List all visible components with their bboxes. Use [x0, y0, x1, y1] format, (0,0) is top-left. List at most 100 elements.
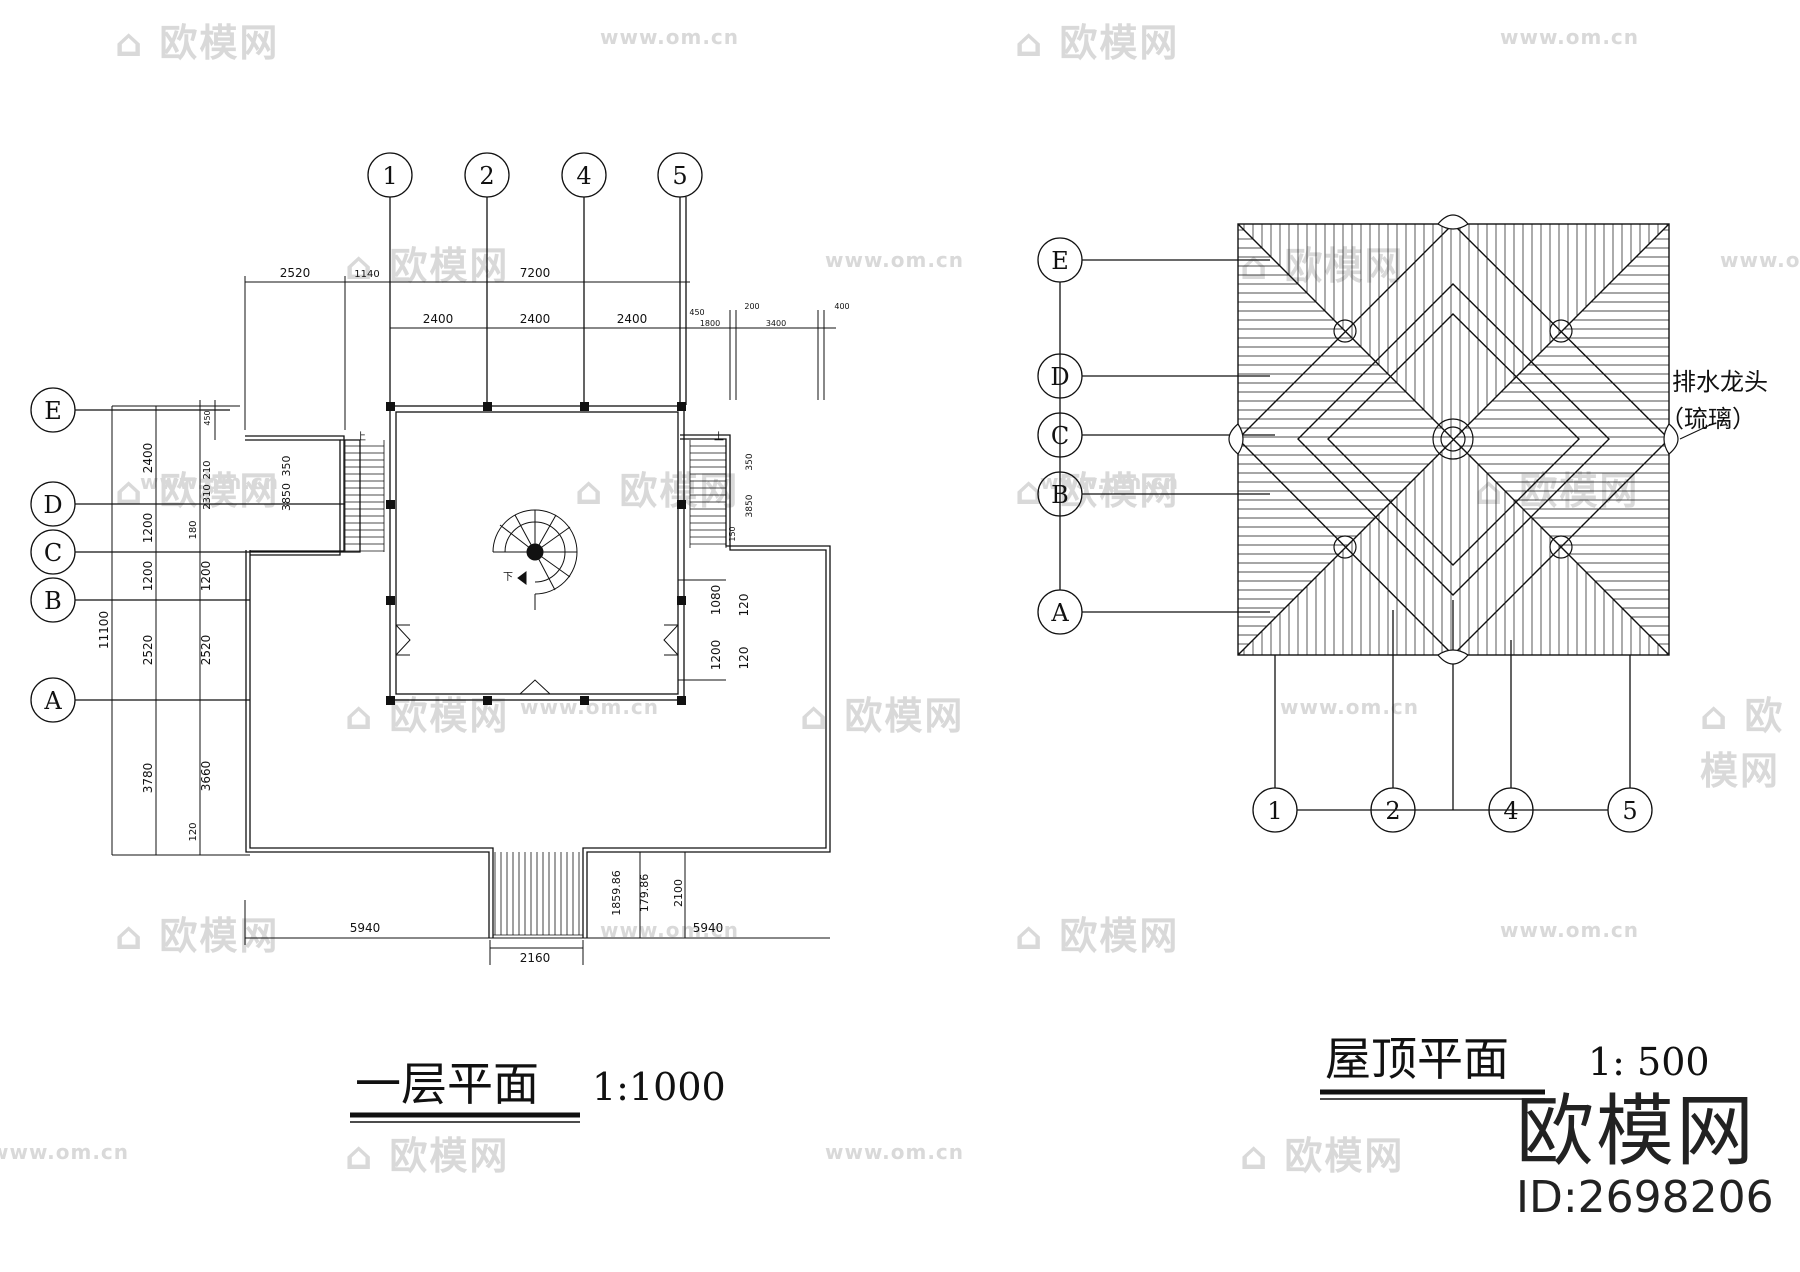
- plan2-scale: 1: 500: [1588, 1040, 1710, 1084]
- watermark-logo: ⌂ 欧模网: [115, 469, 280, 513]
- stair-down-label: 下: [503, 572, 513, 583]
- roof-axis-1: 1: [1267, 797, 1282, 825]
- dim-text: 120: [188, 822, 199, 841]
- dim-text: 180: [188, 520, 199, 539]
- axis-label-D: D: [43, 491, 62, 519]
- roof-note-line1: 排水龙头: [1672, 368, 1768, 396]
- dim-text: 1200: [141, 513, 155, 544]
- dim-text: 3850: [280, 483, 293, 511]
- dim-text: 350: [745, 453, 755, 470]
- axis-label-A: A: [43, 687, 62, 715]
- dim-text: 400: [834, 302, 849, 311]
- dim-text: 450: [689, 308, 704, 317]
- stair-up-label: 上: [356, 431, 366, 443]
- watermark-logo: ⌂ 欧模网: [1240, 1134, 1405, 1178]
- dim-text: 2520: [280, 266, 311, 280]
- axis-label-C: C: [44, 539, 62, 567]
- roof-axis-2: 2: [1385, 797, 1400, 825]
- columns: [386, 402, 686, 705]
- axis-bubbles-left: [30, 387, 345, 723]
- plan1-dimension-text: 2520 1140 7200 2400 2400 2400 450 200 18…: [97, 266, 850, 965]
- dim-text: 2100: [672, 879, 685, 907]
- dim-text: 120: [737, 594, 751, 617]
- dim-text: 2310: [202, 484, 213, 509]
- dim-text: 7200: [520, 266, 551, 280]
- dim-text: 2160: [520, 951, 551, 965]
- dim-text: 1859.86: [610, 870, 623, 916]
- dim-text: 1080: [709, 585, 723, 616]
- watermark-logo: ⌂ 欧模网: [800, 694, 965, 738]
- axis-label-5: 5: [672, 162, 687, 190]
- watermark-url: www.om.cn: [1720, 248, 1800, 272]
- dim-text: 120: [737, 647, 751, 670]
- roof-axis-E: E: [1051, 247, 1069, 275]
- axis-bubbles-top: [367, 152, 703, 405]
- watermark-logo: ⌂ 欧模网: [1015, 914, 1180, 958]
- roof-note: 排水龙头 （琉璃）: [1660, 368, 1768, 433]
- plan1-title: 一层平面: [355, 1057, 539, 1111]
- roof-axis-bottom: [1252, 600, 1653, 833]
- dim-text: 2400: [423, 312, 454, 326]
- terrace-outline: [245, 434, 831, 938]
- dim-text: 450: [203, 410, 212, 425]
- stairs-bottom: [493, 852, 583, 936]
- dim-text: 11100: [97, 611, 111, 649]
- brand-id: ID:2698206: [1516, 1172, 1774, 1223]
- roof-axis-C: C: [1051, 422, 1069, 450]
- roof-axis-5: 5: [1622, 797, 1637, 825]
- watermark-url: www.om.cn: [1040, 470, 1180, 494]
- axis-label-2: 2: [479, 162, 494, 190]
- watermark-logo: ⌂ 欧模网: [1015, 21, 1180, 65]
- watermark-logo: ⌂ 欧模网: [345, 694, 510, 738]
- roof-axis-A: A: [1050, 599, 1069, 627]
- dim-text: 2400: [617, 312, 648, 326]
- dim-text: 2400: [141, 443, 155, 474]
- watermark-url: www.om.cn: [0, 1140, 130, 1164]
- stairs-left: [344, 440, 385, 552]
- dim-text: 3660: [199, 761, 213, 792]
- dim-text: 5940: [693, 921, 724, 935]
- watermark-logo: ⌂ 欧模网: [345, 244, 510, 288]
- dim-text: 3400: [766, 319, 786, 328]
- roof-hatch: [1238, 224, 1669, 655]
- roof-axis-D: D: [1050, 363, 1069, 391]
- dim-text: 2400: [520, 312, 551, 326]
- axis-label-1: 1: [382, 162, 397, 190]
- brand-block: 欧模网 ID:2698206: [1516, 1090, 1776, 1222]
- dim-text: 5940: [350, 921, 381, 935]
- roof-axis-B: B: [1051, 481, 1069, 509]
- dim-text: 3780: [141, 763, 155, 794]
- dim-text: 3850: [745, 494, 755, 517]
- spiral-stair: [492, 509, 578, 610]
- watermark-logo: ⌂ 欧模网: [575, 469, 740, 513]
- watermark-logo: ⌂ 欧模网: [345, 1134, 510, 1178]
- dim-text: 200: [744, 302, 759, 311]
- brand-name: 欧模网: [1516, 1087, 1757, 1177]
- ground-floor-plan: [30, 152, 836, 965]
- dim-text: 179.86: [638, 874, 651, 913]
- watermark-url: www.om.cn: [1500, 25, 1640, 49]
- left-dimension-lines: [111, 400, 250, 856]
- stairs-right: [689, 440, 727, 548]
- top-dimension-lines: [244, 276, 836, 430]
- dim-text: 2520: [199, 635, 213, 666]
- axis-label-B: B: [44, 587, 62, 615]
- roof-plan: [1037, 214, 1711, 833]
- dim-text: 1200: [141, 561, 155, 592]
- stair-up-label: 上: [714, 431, 724, 443]
- watermark-url: www.om.cn: [140, 470, 280, 494]
- bottom-dimension-lines: [244, 852, 830, 965]
- plan1-axis-labels: 1 2 4 5 E D C B A: [43, 162, 687, 715]
- watermark-logo: ⌂ 欧模网: [1700, 694, 1785, 793]
- roof-ornaments: [1228, 214, 1679, 665]
- watermark-url: www.om.cn: [520, 695, 660, 719]
- watermark-url: www.om.cn: [600, 25, 740, 49]
- dim-text: 1200: [709, 640, 723, 671]
- roof-note-line2: （琉璃）: [1660, 405, 1756, 433]
- dim-text: 1140: [354, 269, 379, 280]
- watermark-url: www.om.cn: [825, 248, 965, 272]
- watermark-url: www.om.cn: [825, 1140, 965, 1164]
- axis-label-E: E: [44, 397, 62, 425]
- axis-label-4: 4: [576, 162, 591, 190]
